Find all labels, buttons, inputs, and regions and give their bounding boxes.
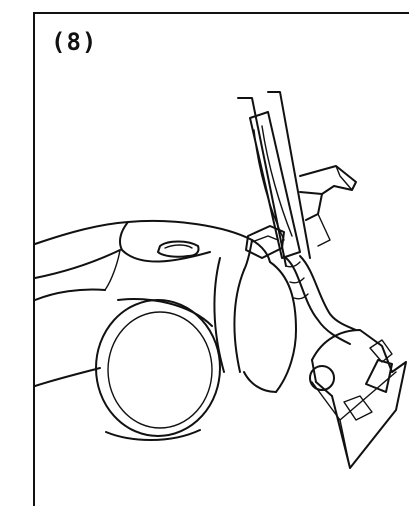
vacuum-body <box>34 219 297 393</box>
rear-wheel <box>95 298 221 441</box>
step-label: (8) <box>51 28 98 56</box>
accessory-clip <box>299 165 357 247</box>
floor-nozzle <box>309 329 407 469</box>
frame-left-border <box>33 12 35 506</box>
suction-hose <box>285 255 357 345</box>
carry-handle <box>157 240 200 258</box>
extension-tube <box>237 91 311 267</box>
frame-top-border <box>33 12 409 14</box>
